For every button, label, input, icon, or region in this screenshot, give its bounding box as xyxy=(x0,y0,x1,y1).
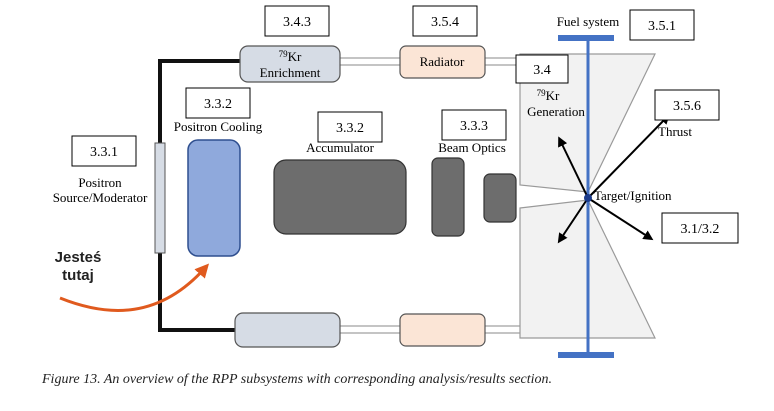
section-3-3-2-cooling: 3.3.2 xyxy=(204,97,232,112)
kr-enrichment-box xyxy=(239,45,341,83)
section-3-4-3: 3.4.3 xyxy=(283,15,311,30)
you-are-here-arrow xyxy=(59,263,210,312)
section-boxes xyxy=(71,5,739,244)
target-dot xyxy=(584,194,592,202)
pipes xyxy=(340,57,520,334)
beam-optics-block-2 xyxy=(483,173,517,223)
beam-optics-block-1 xyxy=(431,157,465,237)
positron-source-plate xyxy=(154,142,166,254)
section-3-5-1: 3.5.1 xyxy=(648,19,676,34)
section-3-3-2-accumulator: 3.3.2 xyxy=(336,121,364,136)
positron-cooling-chamber xyxy=(187,139,241,257)
ignition-arrows xyxy=(557,114,670,244)
accumulator-block xyxy=(273,159,407,235)
section-3-3-1: 3.3.1 xyxy=(90,145,118,160)
kr-enrichment-word: Enrichment xyxy=(260,65,321,80)
section-3-5-6: 3.5.6 xyxy=(673,99,701,114)
kr-generation-label: 79Kr xyxy=(537,88,560,103)
section-3-4: 3.4 xyxy=(533,63,551,78)
fuel-bar-top-cap xyxy=(558,35,614,41)
thrust-label: Thrust xyxy=(658,124,692,139)
section-3-5-4: 3.5.4 xyxy=(431,15,459,30)
you-are-here-line1: Jesteś xyxy=(55,249,102,266)
positron-label: Positron xyxy=(78,175,122,190)
section-3-1-3-2: 3.1/3.2 xyxy=(681,222,720,237)
bottom-enrichment-box xyxy=(234,312,341,348)
kr-generation-word: Generation xyxy=(527,104,585,119)
fuel-system-label: Fuel system xyxy=(557,14,619,29)
target-ignition-label: Target/Ignition xyxy=(594,188,672,203)
figure-caption: Figure 13. An overview of the RPP subsys… xyxy=(41,372,552,387)
source-moderator-label: Source/Moderator xyxy=(53,190,148,205)
kr-enrichment-label: 79Kr xyxy=(279,49,302,64)
accumulator-label: Accumulator xyxy=(306,140,375,155)
you-are-here-line2: tutaj xyxy=(62,267,94,284)
radiator-label: Radiator xyxy=(420,54,465,69)
positron-cooling-label: Positron Cooling xyxy=(174,119,263,134)
section-3-3-3: 3.3.3 xyxy=(460,119,488,134)
beam-optics-label: Beam Optics xyxy=(438,140,506,155)
radiator-box xyxy=(399,45,486,79)
fuel-bar-bottom-cap xyxy=(558,352,614,358)
bottom-radiator-box xyxy=(399,313,486,347)
